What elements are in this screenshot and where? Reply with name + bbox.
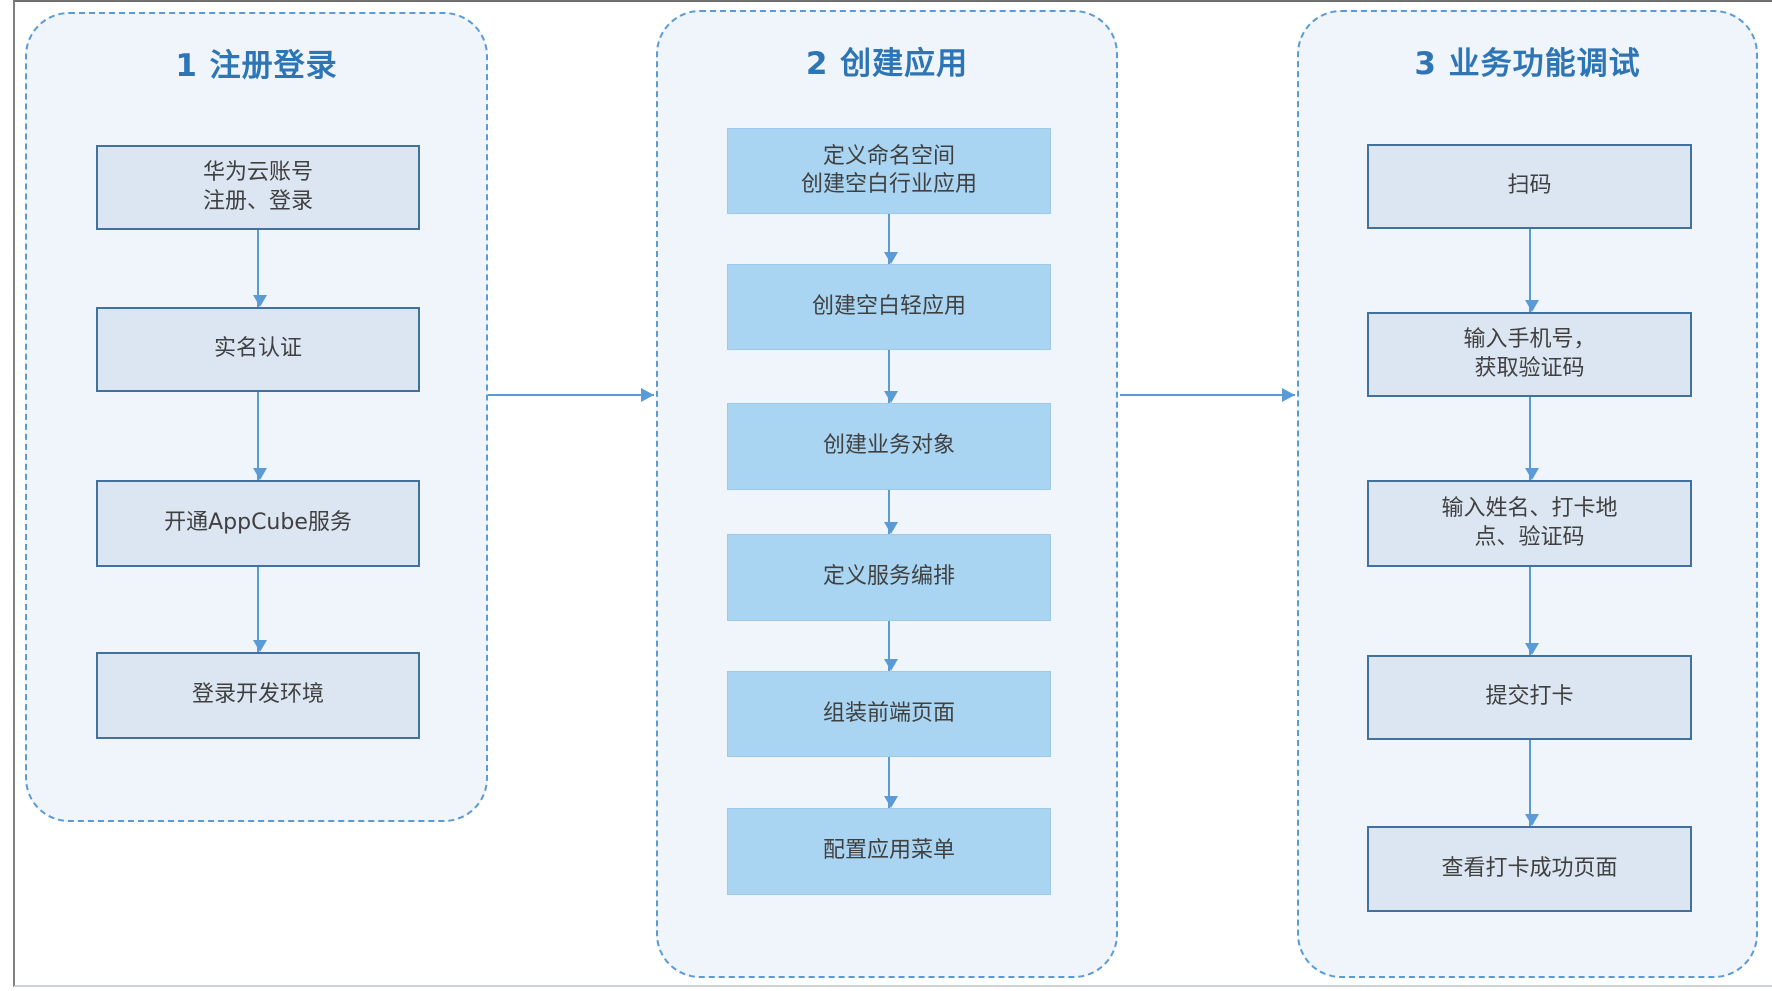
step-box-define-service-orchestration: 定义服务编排 [727, 534, 1051, 621]
step-box-huawei-account: 华为云账号 注册、登录 [96, 145, 420, 230]
down-arrow [1525, 397, 1539, 480]
down-arrow [1525, 740, 1539, 826]
down-arrow [884, 621, 898, 671]
step-box-configure-app-menu: 配置应用菜单 [727, 808, 1051, 895]
step-box-submit-checkin: 提交打卡 [1367, 655, 1692, 740]
phase-container-create-app: 2 创建应用 定义命名空间 创建空白行业应用 创建空白轻应用 创建业务对象 定义… [656, 10, 1118, 978]
step-box-create-light-app: 创建空白轻应用 [727, 264, 1051, 350]
step-box-real-name-auth: 实名认证 [96, 307, 420, 392]
step-box-scan-code: 扫码 [1367, 144, 1692, 229]
down-arrow [1525, 229, 1539, 312]
step-box-create-business-object: 创建业务对象 [727, 403, 1051, 490]
down-arrow [884, 757, 898, 808]
down-arrow [253, 567, 267, 652]
right-arrow-phase2-to-phase3 [1120, 388, 1295, 402]
step-box-view-success-page: 查看打卡成功页面 [1367, 826, 1692, 912]
step-box-assemble-frontend-page: 组装前端页面 [727, 671, 1051, 757]
down-arrow [884, 214, 898, 264]
step-box-enter-phone-number: 输入手机号， 获取验证码 [1367, 312, 1692, 397]
step-box-enable-appcube: 开通AppCube服务 [96, 480, 420, 567]
down-arrow [253, 230, 267, 307]
step-box-enter-name-location-code: 输入姓名、打卡地 点、验证码 [1367, 480, 1692, 567]
step-box-login-dev-env: 登录开发环境 [96, 652, 420, 739]
phase-title: 1 注册登录 [175, 48, 338, 84]
phase-container-debug-business: 3 业务功能调试 扫码 输入手机号， 获取验证码 输入姓名、打卡地 点、验证码 … [1297, 10, 1758, 978]
phase-title: 2 创建应用 [805, 46, 969, 82]
down-arrow [253, 392, 267, 480]
phase-title: 3 业务功能调试 [1414, 46, 1641, 82]
right-arrow-phase1-to-phase2 [488, 388, 654, 402]
down-arrow [1525, 567, 1539, 655]
down-arrow [884, 350, 898, 403]
down-arrow [884, 490, 898, 534]
phase-container-register-login: 1 注册登录 华为云账号 注册、登录 实名认证 开通AppCube服务 登录开发… [25, 12, 488, 822]
step-box-define-namespace: 定义命名空间 创建空白行业应用 [727, 128, 1051, 214]
